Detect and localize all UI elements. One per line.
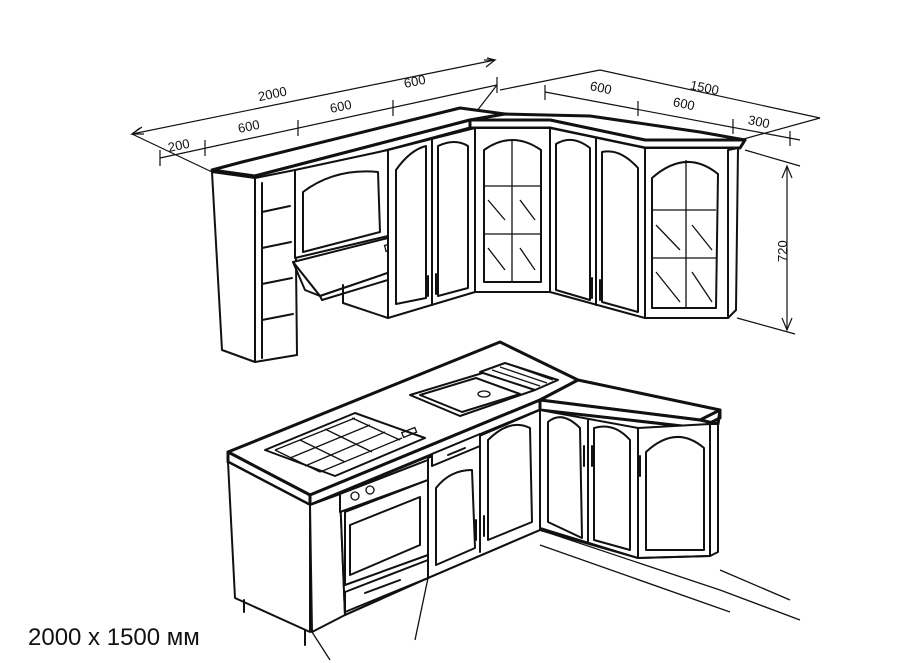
dim-total-left-wall: 2000	[257, 83, 288, 104]
wall-cabinets	[210, 106, 747, 363]
dim-left-cabinet-3: 600	[403, 72, 427, 91]
dim-left-cabinet-1: 600	[237, 117, 261, 136]
dim-left-shelf-width: 200	[167, 136, 191, 155]
dim-left-cabinet-2: 600	[329, 97, 353, 116]
dim-total-right-wall: 1500	[689, 77, 720, 98]
dim-wall-cabinet-height: 720	[775, 240, 790, 262]
dimension-lines	[130, 57, 821, 335]
dim-right-cabinet-1: 600	[589, 78, 613, 97]
base-cabinets	[226, 340, 801, 661]
kitchen-size-caption: 2000 х 1500 мм	[28, 624, 200, 651]
dim-right-cabinet-2: 600	[672, 94, 696, 113]
dim-right-end-cabinet: 300	[747, 112, 771, 131]
